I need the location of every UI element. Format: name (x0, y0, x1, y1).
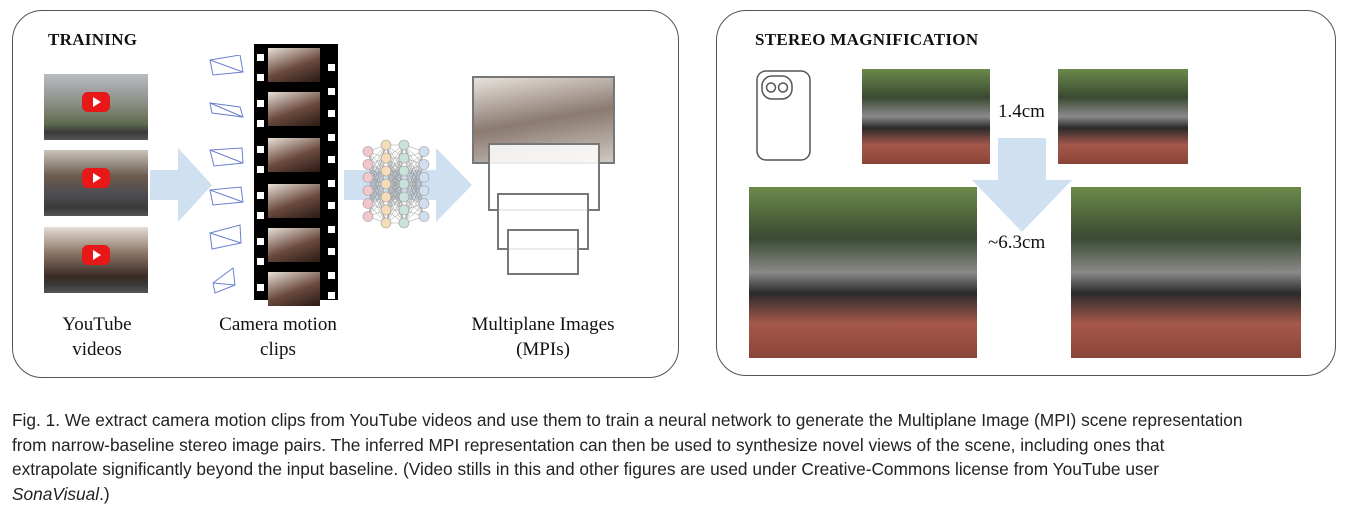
mpis-label: Multiplane Images (MPIs) (453, 312, 633, 362)
nn-node (362, 159, 374, 170)
input-left-image (862, 69, 990, 164)
label-line: Multiplane Images (471, 314, 615, 335)
label-line: videos (72, 339, 122, 360)
youtube-thumbnail (44, 150, 148, 216)
caption-username: SonaVisual (12, 483, 100, 504)
label-line: (MPIs) (516, 339, 570, 360)
stereo-title: STEREO MAGNIFICATION (755, 30, 979, 49)
input-right-image (1058, 69, 1188, 164)
nn-node (398, 165, 410, 177)
figure-caption: Fig. 1. We extract camera motion clips f… (12, 408, 1342, 506)
camera-motion-clips-label: Camera motion clips (198, 312, 358, 362)
nn-node (362, 172, 374, 183)
label-line: YouTube (62, 314, 132, 335)
nn-node (380, 191, 392, 203)
camera-frustums (209, 55, 244, 294)
nn-node (362, 198, 374, 209)
down-arrow-icon (972, 138, 1072, 232)
nn-node (398, 191, 410, 203)
output-left-image (749, 187, 977, 358)
nn-node (380, 178, 392, 190)
label-line: clips (260, 339, 296, 360)
play-icon (82, 245, 110, 265)
nn-node (418, 172, 430, 183)
nn-node (418, 198, 430, 209)
caption-end: .) (99, 483, 110, 504)
nn-node (398, 152, 410, 164)
nn-node (362, 185, 374, 196)
mpi-plane (507, 229, 579, 275)
output-baseline-label: ~6.3cm (988, 232, 1046, 253)
youtube-thumbnail (44, 227, 148, 293)
nn-node (398, 139, 410, 151)
caption-line: extrapolate significantly beyond the inp… (12, 459, 1159, 479)
output-right-image (1071, 187, 1301, 358)
label-line: Camera motion (219, 314, 337, 335)
nn-node (380, 217, 392, 229)
caption-line: from narrow-baseline stereo image pairs.… (12, 434, 1165, 455)
nn-node (380, 204, 392, 216)
nn-node (398, 204, 410, 216)
nn-node (380, 165, 392, 177)
caption-line: Fig. 1. We extract camera motion clips f… (12, 410, 1243, 430)
neural-network-icon (362, 139, 430, 229)
nn-node (418, 211, 430, 222)
phone-icon (756, 70, 811, 161)
play-icon (82, 92, 110, 112)
youtube-thumbnail (44, 74, 148, 140)
input-baseline-label: 1.4cm (998, 101, 1045, 122)
nn-node (398, 178, 410, 190)
arrow-icon (150, 148, 212, 222)
nn-node (418, 146, 430, 157)
nn-node (418, 185, 430, 196)
film-strip (254, 44, 338, 306)
nn-node (418, 159, 430, 170)
nn-node (362, 146, 374, 157)
training-title: TRAINING (48, 30, 138, 49)
youtube-videos-label: YouTube videos (37, 312, 157, 362)
nn-node (380, 152, 392, 164)
nn-node (380, 139, 392, 151)
play-icon (82, 168, 110, 188)
nn-node (362, 211, 374, 222)
nn-node (398, 217, 410, 229)
